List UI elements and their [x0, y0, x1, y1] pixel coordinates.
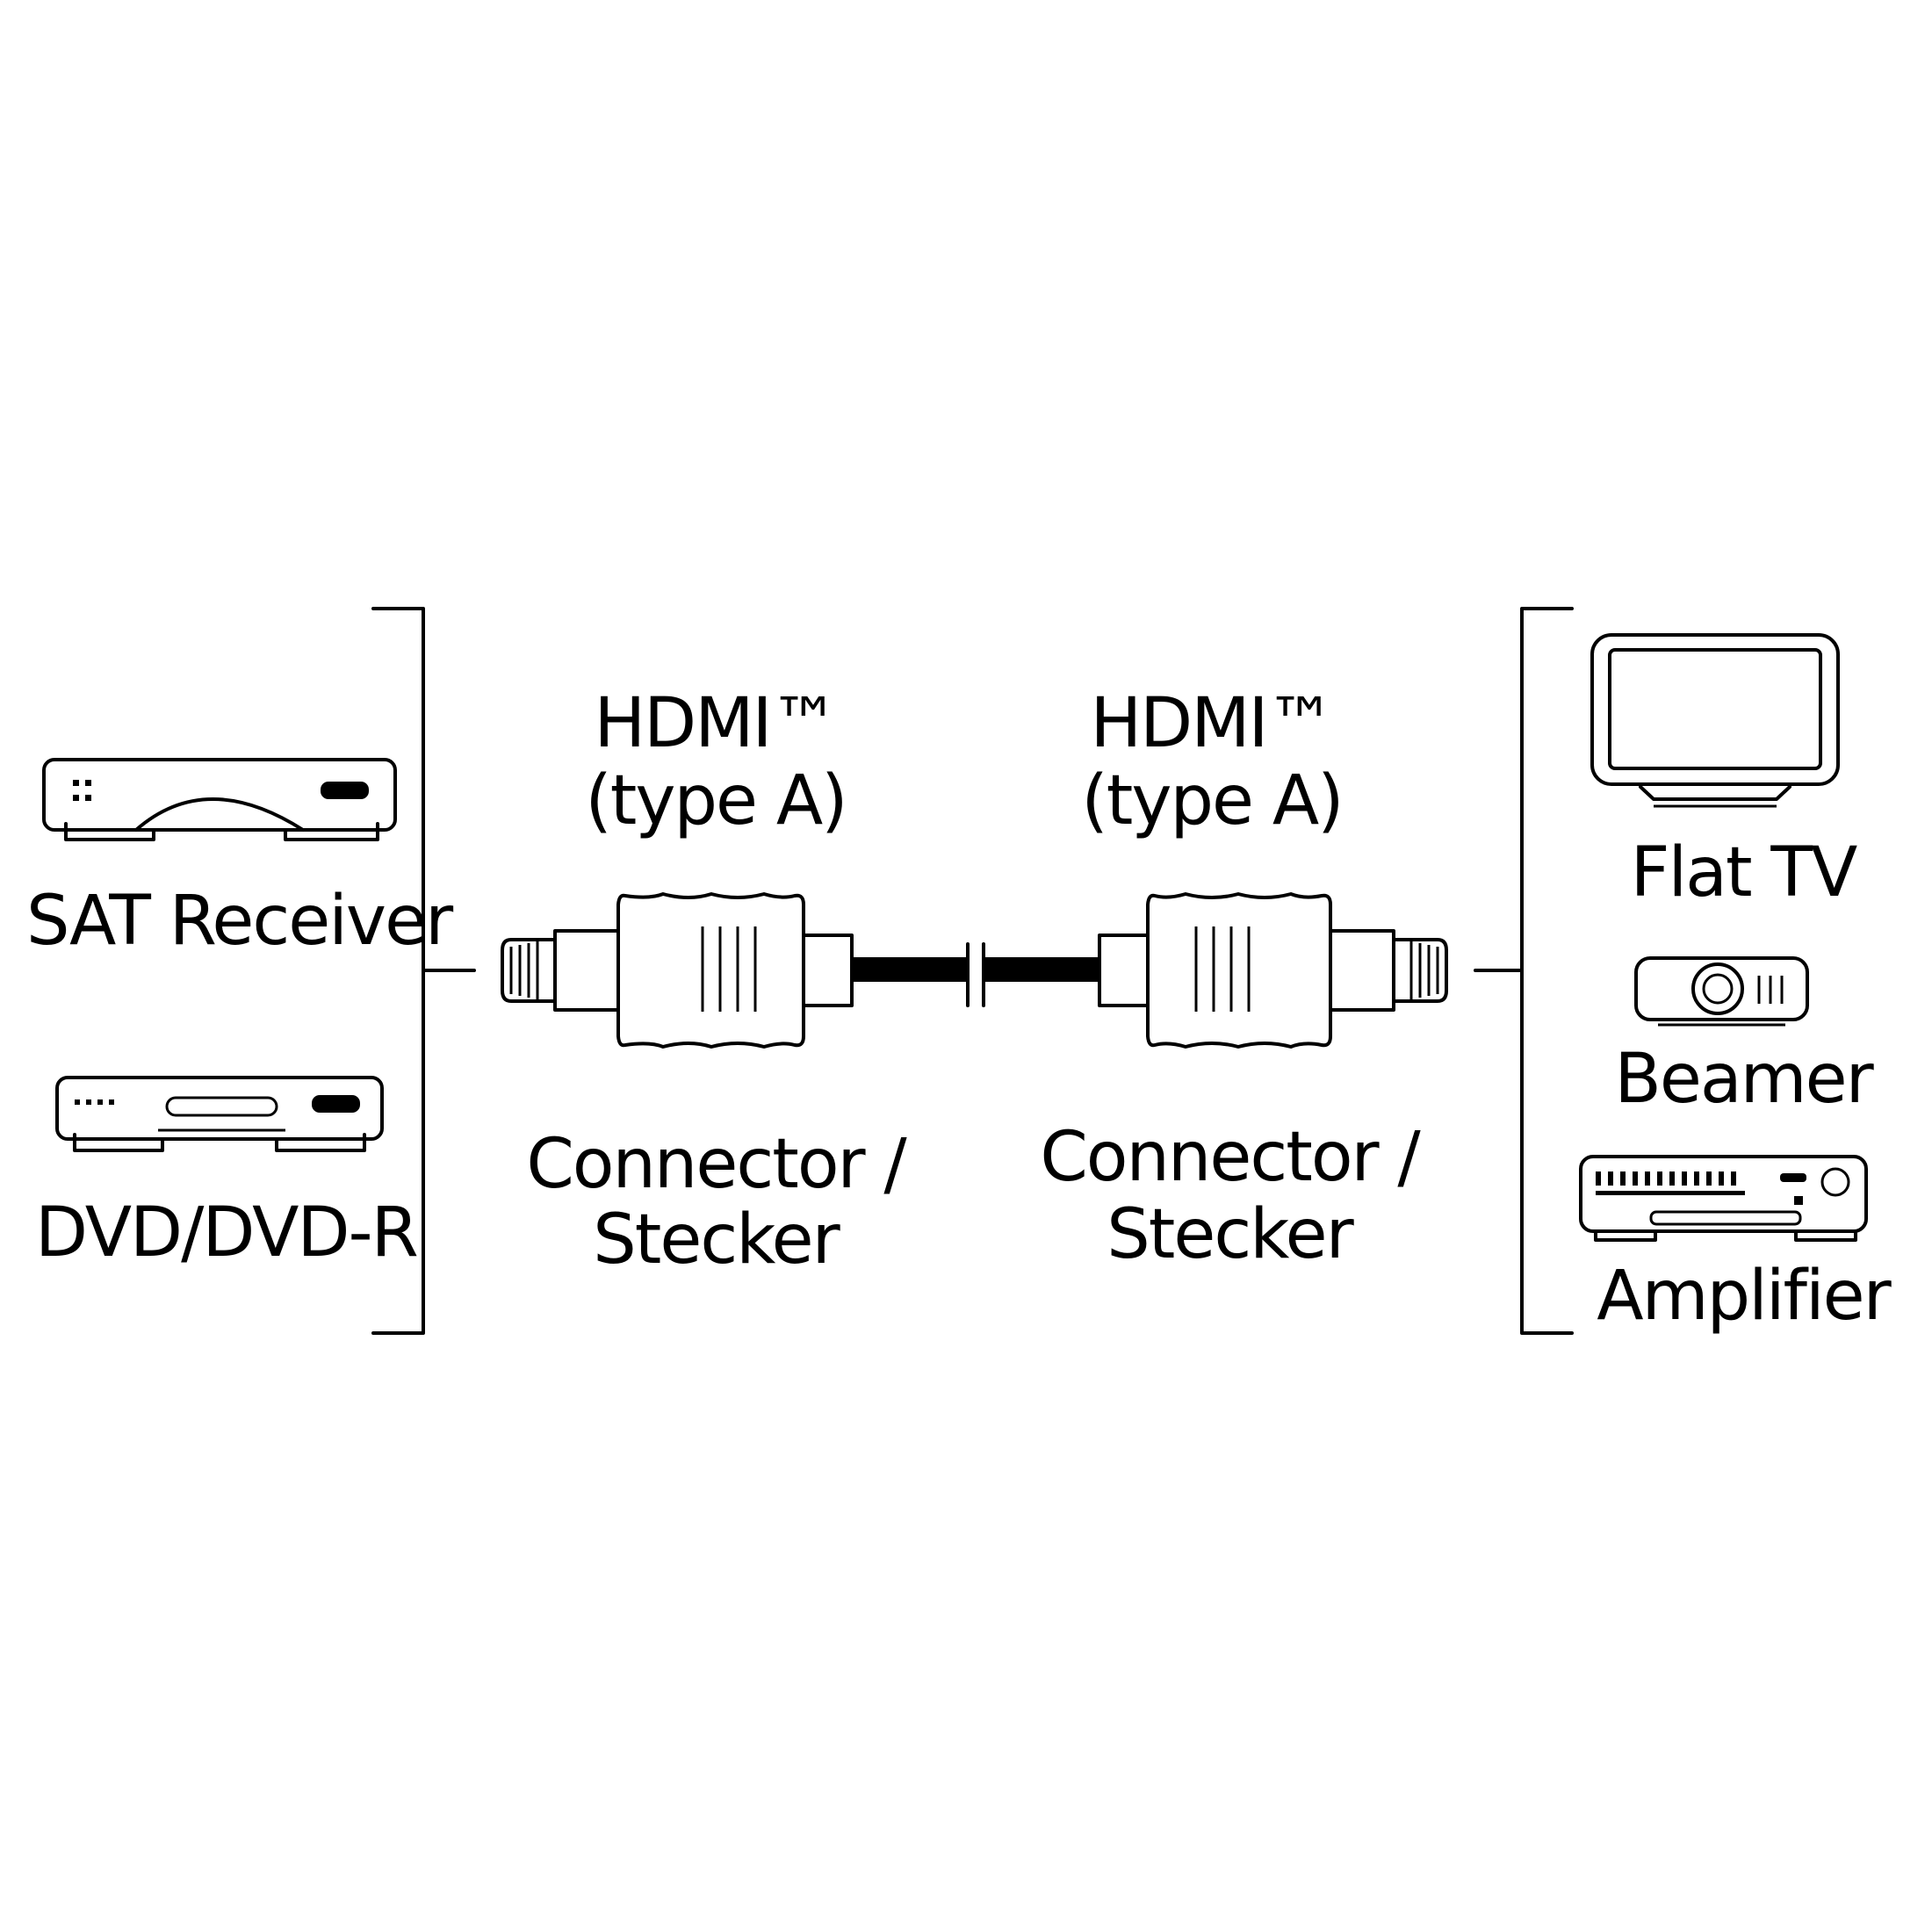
flat-tv-label: Flat TV — [1630, 833, 1858, 912]
sat-receiver-icon — [42, 758, 397, 841]
left-connector-type-line1: HDMI™ — [594, 684, 839, 763]
right-connector-label-line1: Connector / — [1040, 1118, 1420, 1197]
right-hdmi-plug-icon — [1098, 892, 1448, 1049]
beamer-label: Beamer — [1614, 1040, 1873, 1119]
dvd-label: DVD/DVD-R — [35, 1193, 419, 1272]
amplifier-label: Amplifier — [1597, 1257, 1891, 1336]
left-connector-label-line2: Stecker — [593, 1200, 840, 1280]
sat-receiver-label: SAT Receiver — [26, 882, 453, 961]
left-connector-type-line2: (type A) — [585, 761, 847, 840]
right-connector-type-line1: HDMI™ — [1090, 684, 1335, 763]
left-hdmi-plug-icon — [501, 892, 854, 1049]
flat-tv-icon — [1590, 633, 1840, 808]
right-connector-type-line2: (type A) — [1081, 761, 1344, 840]
right-connector-label-line2: Stecker — [1107, 1195, 1353, 1274]
dvd-player-icon — [55, 1076, 384, 1152]
left-connector-label-line1: Connector / — [526, 1125, 906, 1204]
amplifier-icon — [1579, 1155, 1868, 1242]
beamer-icon — [1634, 956, 1809, 1027]
